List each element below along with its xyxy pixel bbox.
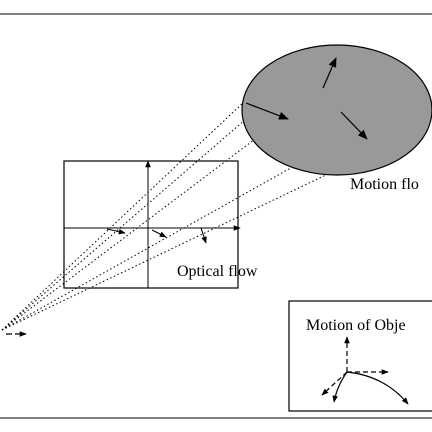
projection-ray	[1, 172, 331, 331]
flow-vector-arrow	[340, 111, 368, 140]
projection-ray	[1, 112, 254, 331]
motion-flow-label: Motion flo	[350, 176, 419, 193]
optical-flow-arrow	[200, 227, 207, 244]
optical-flow-arrow	[151, 229, 167, 238]
motion-flow-vectors	[245, 57, 368, 140]
projection-ray	[1, 99, 247, 331]
optical-flow-label: Optical flow	[177, 263, 258, 280]
object-motion-glyph	[321, 336, 409, 405]
rotation-arc-right	[346, 371, 409, 405]
rotation-arc-left	[332, 371, 348, 403]
optical-flow-arrow	[106, 228, 126, 235]
motion-flow-ellipse	[241, 44, 432, 176]
projection-rays	[1, 99, 331, 331]
image-plane	[63, 160, 239, 289]
flow-vector-arrow	[322, 57, 337, 89]
projection-ray	[1, 159, 306, 331]
projection-ray	[1, 132, 264, 331]
down-left-dashed-arrow	[321, 371, 348, 396]
flow-vector-arrow	[245, 102, 289, 120]
motion-of-object-label: Motion of Obje	[306, 317, 406, 334]
optical-flow-vectors	[106, 227, 207, 244]
motion-of-object-box	[288, 300, 432, 412]
